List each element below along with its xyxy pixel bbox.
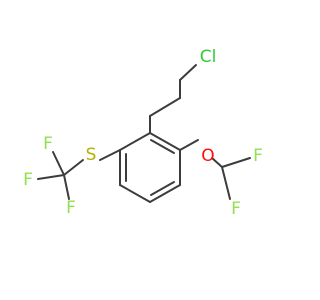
fluorine-atom: F: [23, 170, 33, 190]
chloropropyl-chain: [149, 64, 197, 134]
ring-bond: [149, 132, 181, 151]
chain-bond: [149, 97, 181, 117]
bond-c-f: [221, 166, 231, 200]
fluorine-atom: F: [253, 146, 263, 166]
chain-bond: [179, 64, 197, 81]
bond-c-f: [221, 157, 251, 168]
chlorine-atom: Cl: [200, 47, 217, 67]
bond-o-c: [211, 157, 223, 168]
bond-c-f: [63, 174, 70, 200]
fluorine-atom: F: [231, 199, 241, 219]
bond-s-c: [63, 159, 84, 176]
sulfur-atom: S: [86, 145, 97, 165]
molecule-structure-diagram: Cl S O F F F F F: [23, 47, 263, 219]
bond-c-f: [37, 174, 65, 180]
bond-ring-s: [99, 149, 121, 161]
bond-c-f: [52, 151, 65, 176]
oxygen-atom: O: [201, 146, 214, 166]
ring-bond: [149, 184, 181, 203]
difluoromethoxy-group: [179, 139, 251, 200]
bond-ring-o: [179, 139, 199, 151]
trifluoromethylthio-group: [37, 149, 121, 200]
fluorine-atom: F: [43, 134, 53, 154]
ring-double-bond: [150, 139, 175, 154]
ring-bond: [119, 184, 151, 203]
ring-bond: [119, 132, 151, 151]
benzene-ring: [119, 132, 181, 203]
ring-double-bond: [150, 181, 175, 196]
fluorine-atom: F: [66, 198, 76, 218]
